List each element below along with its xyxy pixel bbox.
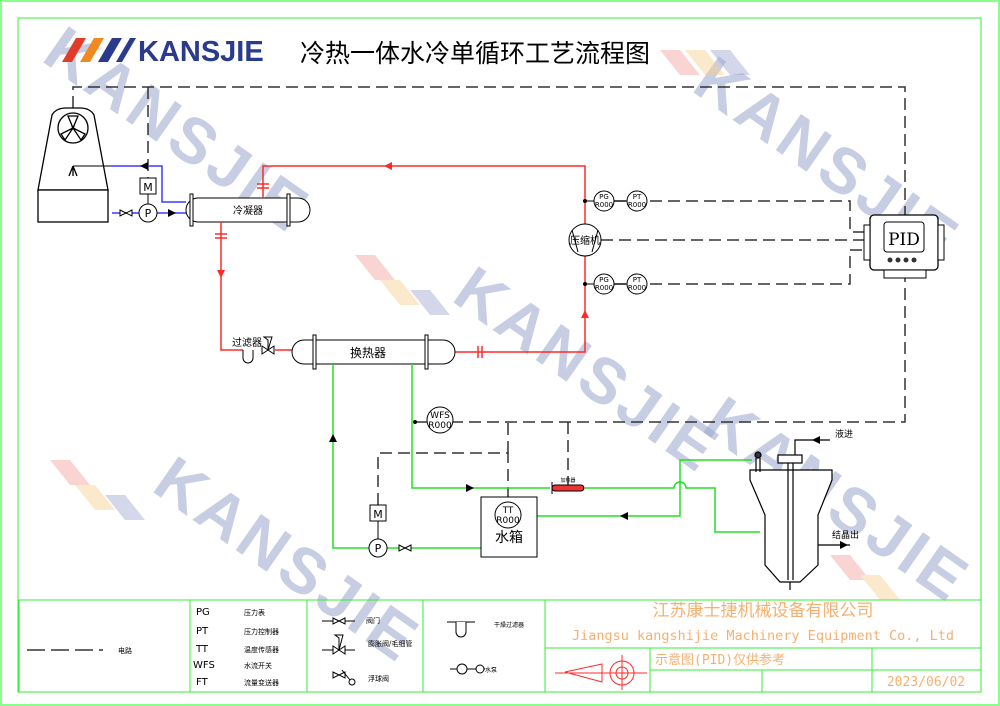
svg-text:WFS: WFS	[430, 411, 450, 421]
svg-text:R000: R000	[628, 201, 646, 209]
svg-text:R000: R000	[628, 284, 646, 292]
svg-text:PT: PT	[633, 193, 642, 201]
legend-valve: 阀门	[366, 616, 380, 625]
svg-text:压力表: 压力表	[244, 608, 265, 617]
pump-icon[interactable]	[138, 203, 158, 223]
legend-other-icons	[447, 621, 485, 675]
legend-pump: 水泵	[485, 666, 497, 674]
crystal-out-label: 结晶出	[832, 529, 859, 541]
svg-text:R000: R000	[496, 516, 520, 526]
compressor[interactable]: 压缩机	[568, 223, 602, 257]
svg-text:PG: PG	[599, 276, 609, 284]
projection-symbol-icon	[555, 655, 647, 690]
pump-label: P	[145, 207, 152, 220]
svg-text:TT: TT	[195, 644, 209, 655]
svg-text:PT: PT	[196, 626, 209, 637]
svg-text:压力控制器: 压力控制器	[244, 627, 279, 636]
brand-name: KANSJIE	[138, 36, 264, 68]
heater: 加热器	[551, 477, 585, 494]
svg-text:PG: PG	[196, 607, 210, 618]
liquid-in-label: 液进	[835, 428, 853, 440]
legend-circuit: 电路	[118, 646, 132, 655]
gate-valve-icon[interactable]	[119, 209, 133, 217]
watermark-text: KANSJIE	[442, 252, 733, 486]
company-name-en: Jiangsu kangshijie Machinery Equipment C…	[572, 628, 954, 644]
watermarks: KANSJIE KANSJIE KANSJIE KANSJIE KANSJIE	[32, 12, 983, 676]
pid-label: PID	[888, 230, 920, 250]
drawing-note: 示意图(PID)仅供参考	[655, 652, 785, 668]
legend	[18, 599, 546, 693]
svg-text:PT: PT	[633, 276, 642, 284]
legend-float-valve: 浮球阀	[368, 674, 389, 683]
tank-label: 水箱	[495, 530, 523, 546]
heat-exchanger: 换热器	[291, 334, 456, 370]
compressor-label: 压缩机	[570, 234, 600, 247]
svg-text:流量变送器: 流量变送器	[244, 678, 279, 687]
filter-icon	[242, 350, 254, 364]
company-name-cn: 江苏康士捷机械设备有限公司	[653, 601, 874, 621]
brand-logo: KANSJIE	[62, 36, 264, 68]
motor-label: M	[373, 508, 383, 521]
refrigerant-lines	[220, 165, 586, 353]
svg-text:温度传感器: 温度传感器	[244, 645, 279, 654]
svg-text:PG: PG	[599, 193, 609, 201]
spray-icon	[68, 165, 78, 177]
cooling-tower	[37, 107, 109, 223]
drawing-date: 2023/06/02	[887, 675, 965, 690]
title-block	[544, 599, 982, 693]
heater-label: 加热器	[560, 477, 575, 484]
motor-label: M	[143, 181, 153, 194]
watermark-text: KANSJIE	[692, 382, 983, 616]
pump-icon[interactable]	[368, 538, 388, 558]
svg-text:R000: R000	[428, 421, 452, 431]
legend-codes: PG 压力表 PT 压力控制器 TT 温度传感器 WFS 水流开关 FT 流量变送器	[193, 607, 279, 688]
condenser-label: 冷凝器	[233, 204, 263, 217]
fan-icon	[57, 112, 89, 144]
filter-label: 过滤器	[232, 336, 262, 349]
pid-controller[interactable]: PID	[863, 214, 945, 279]
legend-dryer-filter: 干燥过滤器	[494, 621, 524, 629]
tt-sensor	[494, 501, 522, 529]
svg-text:TT: TT	[502, 506, 514, 516]
page-title: 冷热一体水冷单循环工艺流程图	[300, 39, 650, 68]
pump-label: P	[375, 542, 382, 555]
svg-text:R000: R000	[595, 284, 613, 292]
water-tank: TT R000 水箱	[480, 496, 538, 558]
svg-text:R000: R000	[595, 201, 613, 209]
svg-text:水流开关: 水流开关	[244, 661, 272, 670]
svg-text:WFS: WFS	[193, 660, 215, 671]
condenser: 冷凝器	[185, 193, 311, 227]
legend-expansion-valve: 膨胀阀/毛细管	[368, 639, 412, 648]
legend-valve-icons	[322, 617, 356, 686]
gate-valve-icon[interactable]	[398, 544, 412, 552]
expansion-valve-icon[interactable]	[261, 336, 275, 355]
heat-exchanger-label: 换热器	[350, 346, 386, 360]
svg-text:FT: FT	[196, 677, 209, 688]
